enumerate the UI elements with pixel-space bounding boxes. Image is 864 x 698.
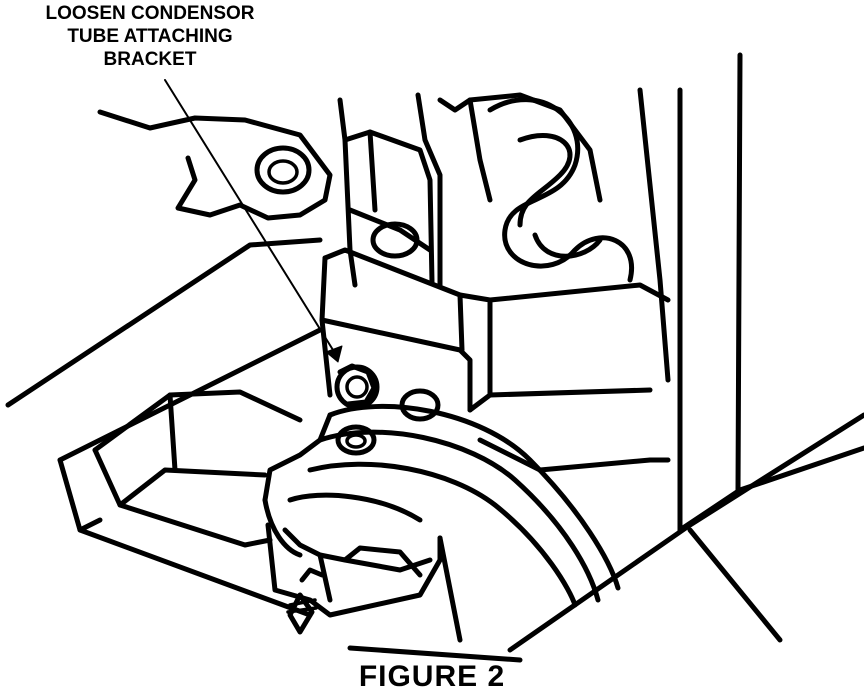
- compressor-pulley: [262, 404, 621, 608]
- figure-caption: FIGURE 2: [358, 660, 506, 693]
- condenser-hose: [487, 97, 635, 283]
- upper-bracket-flange: [97, 109, 333, 221]
- callout-line-2: TUBE ATTACHING: [67, 26, 233, 47]
- lower-mount-bracket: [265, 522, 463, 643]
- compressor-housing: [337, 87, 671, 383]
- mounting-stud: [286, 567, 325, 635]
- tube-attaching-bracket: [319, 247, 671, 473]
- frame-rail: [347, 52, 864, 663]
- callout-line-1: LOOSEN CONDENSOR: [45, 3, 255, 24]
- callout-line-3: BRACKET: [103, 49, 197, 70]
- engine-block-outline: [5, 237, 323, 618]
- callout-leader-arrow: [164, 79, 343, 363]
- callout-label: LOOSEN CONDENSOR TUBE ATTACHING BRACKET: [0, 2, 300, 71]
